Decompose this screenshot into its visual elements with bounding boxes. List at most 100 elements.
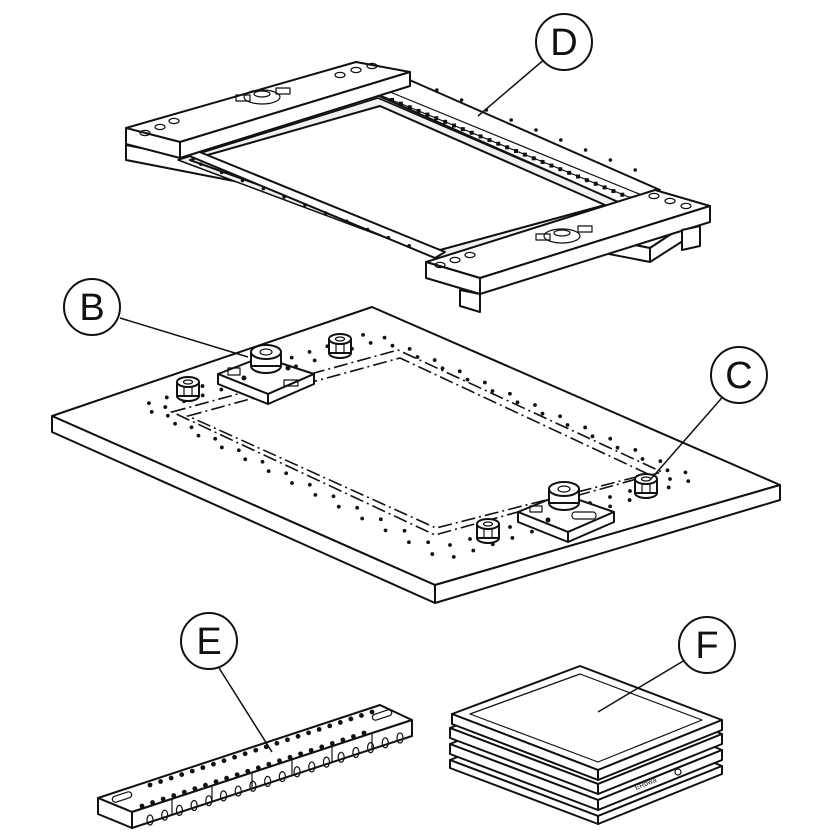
plate-hole [508, 391, 512, 396]
right-crossbar-mount [535, 225, 593, 244]
tray-stack-part-f: ERowa [449, 665, 723, 825]
frame-slot [531, 156, 536, 161]
bar-hole [340, 737, 346, 743]
plate-hole [383, 528, 388, 533]
plate-hole [243, 457, 248, 462]
bar-hole [255, 765, 261, 771]
frame-hole [365, 227, 370, 232]
plate-hole [149, 410, 154, 414]
frame-slot [416, 108, 421, 113]
crossbar-slot [168, 117, 180, 125]
bar-hole [329, 741, 335, 746]
bar-side-hole [322, 756, 331, 768]
leader-lines [119, 57, 728, 753]
plate-hole [163, 405, 168, 409]
leader-b [119, 317, 249, 358]
bar-side-hole [264, 775, 272, 788]
bar-hole [295, 733, 301, 739]
plate-hole [402, 528, 407, 533]
bar-hole [192, 786, 198, 792]
frame-slot [593, 181, 598, 186]
plate-hole [236, 448, 241, 453]
bar-hole [285, 737, 290, 743]
callout-label-c: C [725, 355, 752, 397]
frame-hole [282, 195, 286, 199]
frame-slot [460, 127, 465, 132]
plate-hole [360, 516, 365, 521]
frame-hole [344, 219, 349, 224]
plate-hole [361, 332, 365, 337]
frame-slot [487, 138, 492, 143]
crossbar-slot [154, 123, 166, 131]
plate-hole [164, 395, 169, 400]
frame-slot [549, 163, 554, 168]
bar-hole [348, 716, 354, 722]
frame-slot [425, 112, 430, 117]
frame-hole [559, 138, 563, 142]
plate-hole [683, 470, 688, 475]
bar-hole [189, 768, 195, 774]
plate-hole [200, 393, 205, 398]
plate-hole [189, 425, 194, 430]
plate-hole [590, 434, 595, 439]
plate-hole [686, 479, 691, 484]
plate-hole [312, 358, 317, 363]
bar-hole [277, 758, 282, 764]
bar-side-hole [352, 746, 360, 759]
bar-hole [242, 751, 248, 757]
plate-hole [583, 425, 588, 430]
plate-hole [426, 540, 431, 545]
bar-hole [266, 761, 272, 767]
bar-side-hole [293, 766, 301, 778]
crossbar-slot [648, 192, 660, 200]
frame-hole [240, 178, 245, 183]
bar-hole [139, 803, 145, 809]
plate-hole [382, 335, 387, 340]
frame-holes [139, 62, 692, 269]
frame-slot [390, 98, 394, 102]
leader-c [649, 391, 728, 481]
plate-hole [615, 445, 620, 450]
plate-hole [471, 548, 476, 553]
plate-hole [307, 482, 312, 487]
frame-hole [199, 162, 203, 166]
plate-hole [290, 481, 294, 485]
bar-side-hole [308, 761, 316, 773]
plate-hole [448, 543, 452, 547]
clamping-stud [176, 376, 200, 402]
bar-side-hole [175, 804, 184, 816]
frame-hole [633, 168, 637, 172]
frame-slot [620, 192, 625, 197]
leader-e [213, 659, 273, 753]
bar-holes [139, 709, 404, 826]
bar-hole [298, 751, 303, 757]
bar-side-hole [381, 737, 389, 749]
plate-hole [432, 358, 437, 362]
bar-side-hole [396, 732, 404, 744]
bar-hole [369, 709, 375, 715]
plate-hole [508, 525, 512, 529]
plate-hole [289, 355, 294, 360]
frame-slot [505, 145, 510, 150]
frame-slot [576, 174, 580, 179]
plate-hole [668, 477, 672, 481]
frame-slot [496, 141, 501, 146]
callout-label-b: B [79, 287, 104, 329]
plate-hole [608, 504, 612, 509]
frame-slot [558, 167, 563, 172]
bar-hole [168, 775, 174, 781]
plate-hole [355, 505, 360, 510]
bar-hole [316, 726, 322, 732]
frame-hole [303, 203, 307, 207]
bar-hole [287, 754, 293, 760]
bar-hole [234, 772, 240, 778]
plate-hole [565, 423, 570, 427]
crossbar-slot [334, 71, 346, 79]
bar-hole [319, 744, 325, 750]
plate-hole [147, 401, 151, 406]
frame-slot [452, 123, 456, 128]
frame-slot [611, 189, 616, 194]
frame-hole [608, 158, 613, 162]
frame-hole [386, 235, 391, 240]
